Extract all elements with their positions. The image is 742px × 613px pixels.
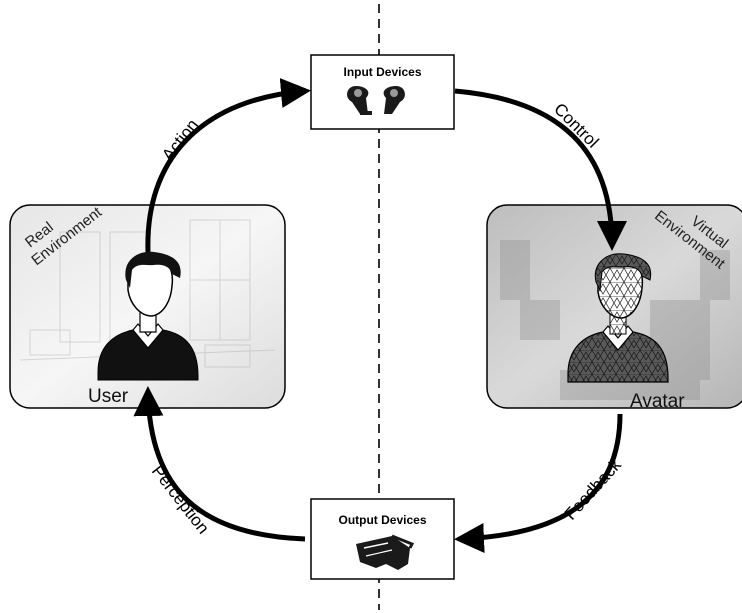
output-devices-box: Output Devices bbox=[310, 498, 455, 580]
perception-label: Perception bbox=[148, 462, 213, 538]
vr-headset-icon bbox=[356, 534, 415, 570]
feedback-label: Feedback bbox=[561, 455, 625, 524]
virtual-environment-panel: Virtual Environment bbox=[486, 204, 742, 409]
feedback-arrow bbox=[454, 413, 623, 554]
control-arrow bbox=[454, 88, 627, 251]
input-devices-box: Input Devices bbox=[310, 54, 455, 130]
mesh-person-icon: Avatar bbox=[567, 253, 685, 412]
avatar-label: Avatar bbox=[630, 391, 685, 412]
action-label: Action bbox=[158, 116, 202, 165]
vr-controllers-icon bbox=[347, 86, 405, 115]
loop-arrows bbox=[133, 78, 627, 554]
action-arrow bbox=[145, 78, 311, 253]
input-devices-title: Input Devices bbox=[343, 65, 421, 79]
person-icon: User bbox=[88, 251, 199, 407]
output-devices-title: Output Devices bbox=[338, 513, 426, 527]
user-label: User bbox=[88, 386, 129, 407]
perception-arrow bbox=[133, 386, 306, 542]
